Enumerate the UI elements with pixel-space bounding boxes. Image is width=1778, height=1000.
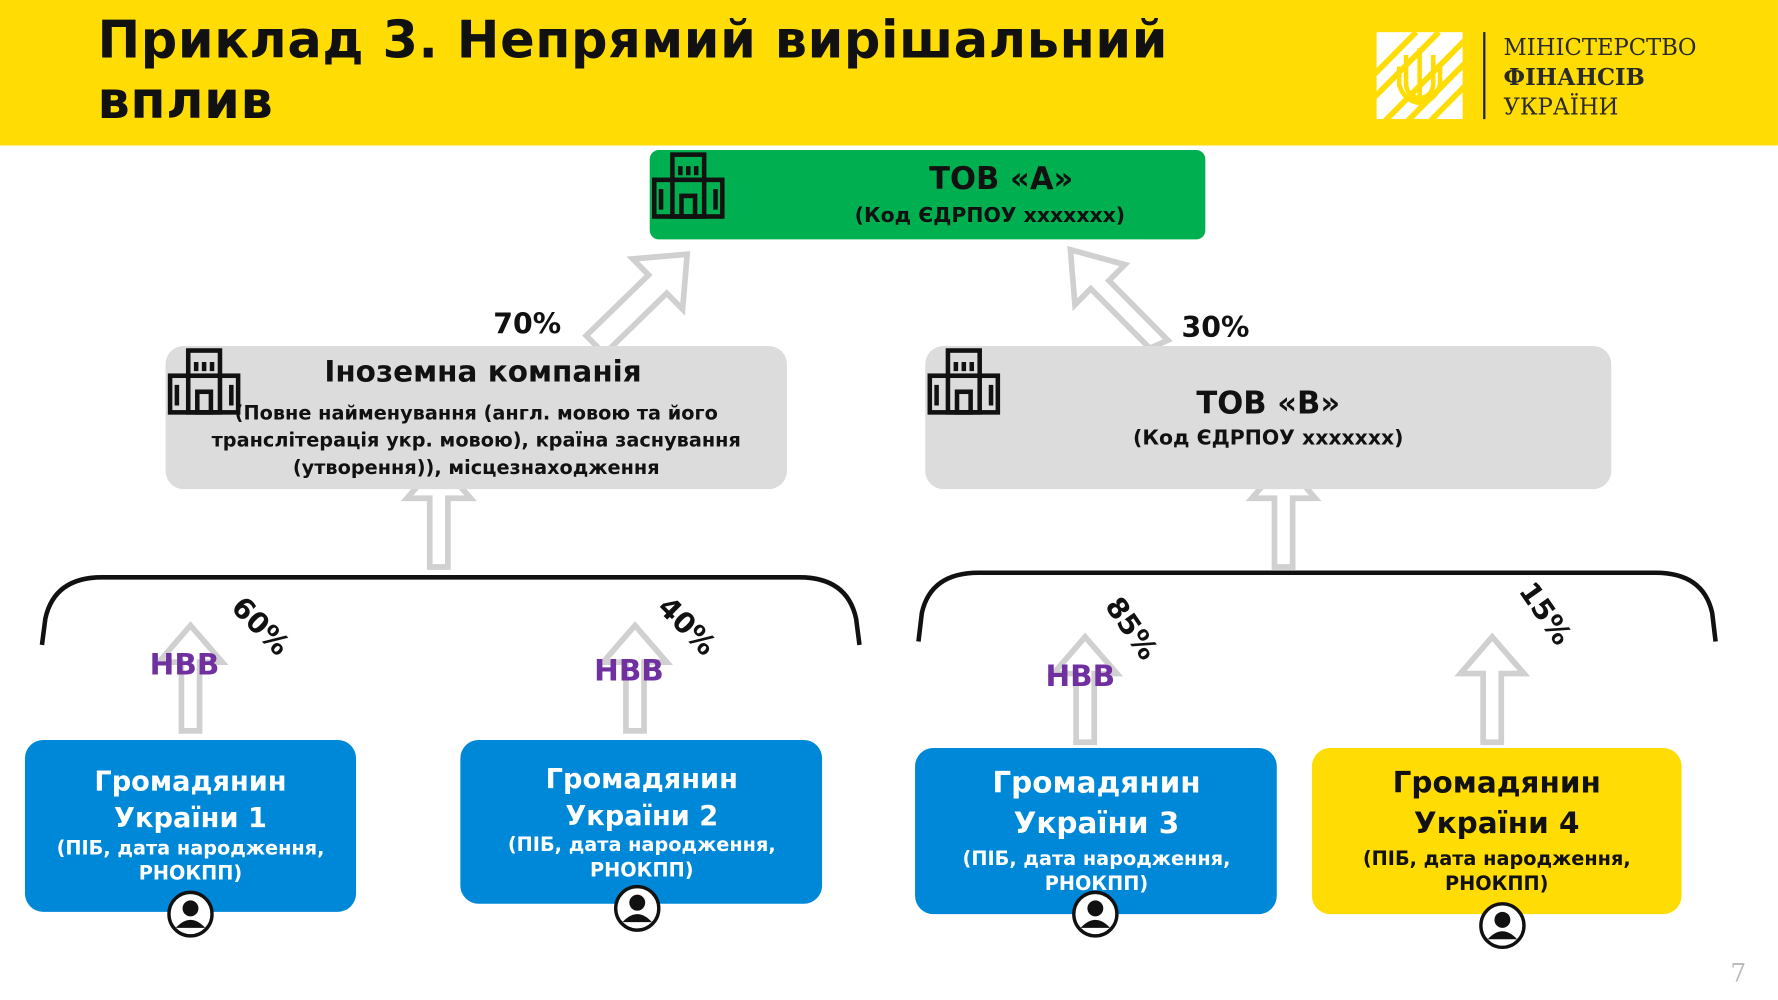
citizen-1-details: (ПІБ, дата народження, РНОКПП) <box>56 837 325 886</box>
person-icon <box>614 884 661 932</box>
trident-emblem-icon <box>1376 32 1463 120</box>
nvv-label-2: НВВ <box>594 654 664 689</box>
arrow-up-icon <box>582 251 691 358</box>
logo-divider <box>1483 32 1486 120</box>
citizen-4-name: Громадянин України 4 <box>1392 766 1601 841</box>
building-icon <box>651 152 725 219</box>
group-bracket-right <box>916 570 1718 642</box>
header-bar <box>0 0 1778 146</box>
share-b-to-a: 30% <box>1181 310 1250 344</box>
ministry-name: МІНІСТЕРСТВО ФІНАНСІВ УКРАЇНИ <box>1504 32 1697 121</box>
citizen-4-details: (ПІБ, дата народження, РНОКПП) <box>1362 847 1631 896</box>
citizen-3-name: Громадянин України 3 <box>992 766 1201 841</box>
nvv-label-3: НВВ <box>1045 659 1116 695</box>
nvv-label-1: НВВ <box>149 648 220 683</box>
citizen-3-box: Громадянин України 3 (ПІБ, дата народжен… <box>915 748 1277 915</box>
foreign-company-details: (Повне найменування (англ. мовою та його… <box>211 402 741 480</box>
person-icon <box>1072 890 1119 938</box>
ministry-logo: МІНІСТЕРСТВО ФІНАНСІВ УКРАЇНИ <box>1376 32 1763 121</box>
person-icon <box>1479 902 1526 950</box>
building-icon <box>927 348 1001 415</box>
person-icon <box>167 890 214 938</box>
citizen-1-box: Громадянин України 1 (ПІБ, дата народжен… <box>24 739 357 912</box>
company-a-name: ТОВ «А» <box>929 161 1074 198</box>
citizen-3-details: (ПІБ, дата народження, РНОКПП) <box>962 847 1231 896</box>
page-number: 7 <box>1730 959 1747 989</box>
slide-title: Приклад 3. Непрямий вирішальний вплив <box>97 9 1169 131</box>
foreign-company-name: Іноземна компанія <box>324 355 642 390</box>
citizen-2-box: Громадянин України 2 (ПІБ, дата народжен… <box>460 739 823 904</box>
company-a-box: ТОВ «А» (Код ЄДРПОУ ххххххх) <box>649 150 1206 240</box>
citizen-2-details: (ПІБ, дата народження, РНОКПП) <box>507 833 776 883</box>
company-b-name: ТОВ «В» <box>1196 386 1341 422</box>
arrow-up-icon <box>1460 637 1523 742</box>
company-b-box: ТОВ «В» (Код ЄДРПОУ ххххххх) <box>925 345 1612 490</box>
citizen-1-name: Громадянин України 1 <box>94 765 287 834</box>
company-b-code: (Код ЄДРПОУ ххххххх) <box>1133 426 1404 451</box>
company-a-code: (Код ЄДРПОУ ххххххх) <box>854 203 1126 228</box>
foreign-company-box: Іноземна компанія (Повне найменування (а… <box>165 345 787 490</box>
ministry-line1: МІНІСТЕРСТВО <box>1503 33 1697 61</box>
citizen-4-box: Громадянин України 4 (ПІБ, дата народжен… <box>1311 748 1682 915</box>
ministry-line2: ФІНАНСІВ <box>1503 63 1645 91</box>
arrow-up-icon <box>1067 245 1173 352</box>
ministry-line3: УКРАЇНИ <box>1503 92 1619 121</box>
group-bracket-left <box>39 575 862 646</box>
building-icon <box>167 348 241 415</box>
citizen-2-name: Громадянин України 2 <box>545 762 738 832</box>
share-foreign-to-a: 70% <box>493 306 562 341</box>
